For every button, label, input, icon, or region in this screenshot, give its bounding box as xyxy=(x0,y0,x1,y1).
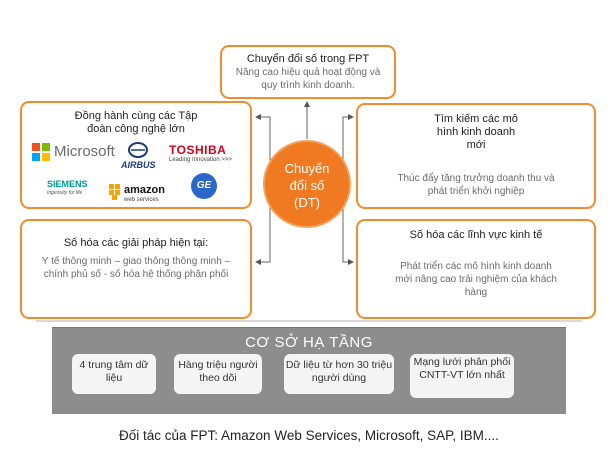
arrow-right-bottom xyxy=(342,196,354,265)
box-body: Thúc đẩy tăng trưởng doanh thu và phát t… xyxy=(397,173,555,197)
airbus-logo-text: AIRBUS xyxy=(121,160,156,170)
partners-footer: Đối tác của FPT: Amazon Web Services, Mi… xyxy=(119,428,499,443)
arrow-left-bottom xyxy=(255,196,271,265)
box-body: Nâng cao hiệu quả hoạt động và quy trình… xyxy=(235,67,381,91)
toshiba-tagline: Leading Innovation >>> xyxy=(169,157,232,163)
circle-line-1: Chuyển xyxy=(284,161,330,176)
airbus-logo-icon xyxy=(128,142,148,158)
infrastructure-panel: CƠ SỞ HẠ TẦNG 4 trung tâm dữ liệu Hàng t… xyxy=(52,327,566,414)
box-title: Số hóa các lĩnh vực kinh tế xyxy=(409,229,543,241)
digitize-economy-box: Số hóa các lĩnh vực kinh tế Phát triển c… xyxy=(356,219,596,319)
arrow-right-top xyxy=(342,114,354,172)
microsoft-logo-icon xyxy=(32,143,50,161)
dt-in-fpt-box: Chuyển đổi số trong FPT Nâng cao hiệu qu… xyxy=(220,45,396,99)
amazon-logo-text: amazon xyxy=(124,184,165,196)
box-title: Số hóa các giải pháp hiện tại: xyxy=(63,237,209,249)
new-business-models-box: Tìm kiếm các mô hình kinh doanh mới Thúc… xyxy=(356,103,596,209)
infra-item-network: Mạng lưới phân phối CNTT-VT lớn nhất xyxy=(410,354,514,398)
circle-line-2: đổi số xyxy=(289,178,325,193)
microsoft-logo-text: Microsoft xyxy=(54,143,115,160)
infra-item-followers: Hàng triệu người theo dõi xyxy=(174,354,262,394)
infrastructure-title: CƠ SỞ HẠ TẦNG xyxy=(245,334,373,351)
digital-transformation-circle: Chuyển đổi số (DT) xyxy=(263,140,351,228)
circle-line-3: (DT) xyxy=(294,195,320,210)
infra-item-user-data: Dữ liệu từ hơn 30 triệu người dùng xyxy=(284,354,394,394)
aws-cubes-icon xyxy=(109,184,120,200)
infra-item-datacenters: 4 trung tâm dữ liệu xyxy=(72,354,156,394)
ge-logo: GE xyxy=(191,173,217,199)
toshiba-logo-text: TOSHIBA xyxy=(169,143,227,157)
box-body: Phát triển các mô hình kinh doanh mới nâ… xyxy=(395,261,557,298)
amazon-tagline: web services xyxy=(124,197,159,203)
arrow-left-top xyxy=(255,114,271,172)
divider xyxy=(36,320,582,322)
box-title: Đồng hành cùng các Tập đoàn công nghệ lớ… xyxy=(74,110,198,135)
siemens-logo-text: SIEMENS xyxy=(47,179,88,189)
siemens-tagline: Ingenuity for life xyxy=(47,190,83,196)
digitize-solutions-box: Số hóa các giải pháp hiện tại: Y tế thôn… xyxy=(20,219,252,319)
box-title: Chuyển đổi số trong FPT xyxy=(246,53,370,65)
box-body: Y tế thông minh – giao thông thông minh … xyxy=(41,256,231,280)
box-title: Tìm kiếm các mô hình kinh doanh mới xyxy=(434,113,518,151)
